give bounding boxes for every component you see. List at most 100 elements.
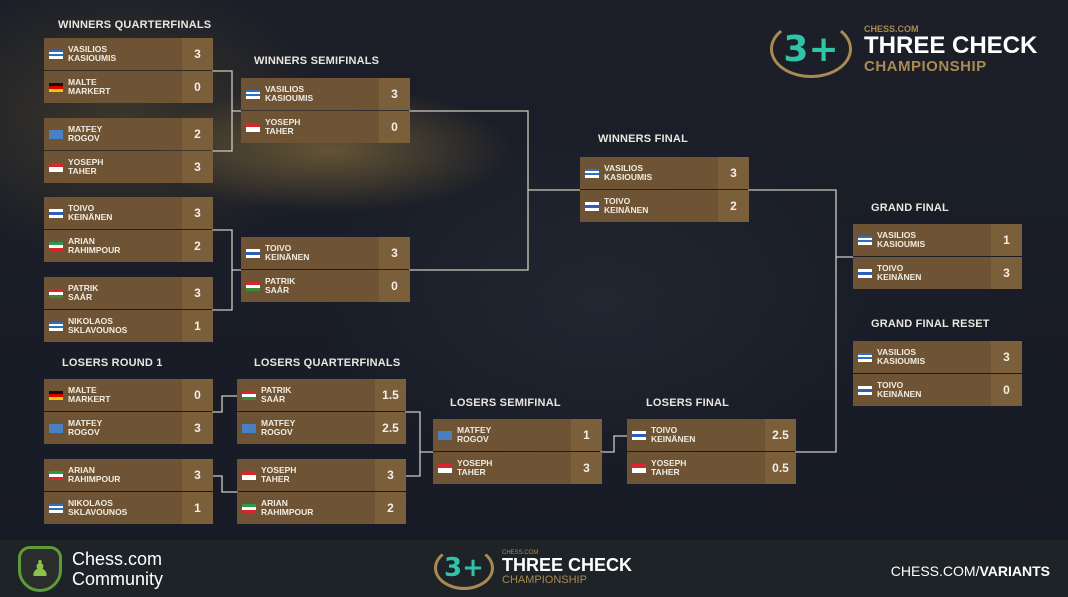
match-wqf-1[interactable]: VasiliosKasioumis3MalteMarkert0 — [44, 38, 213, 104]
player-name-line: Arian — [261, 497, 288, 508]
player-name: ToivoKeinänen — [265, 243, 379, 263]
player-name: ToivoKeinänen — [68, 203, 182, 223]
player-name-line: Rogov — [68, 133, 100, 143]
player-score: 3 — [182, 38, 213, 70]
player-name-line: Nikolaos — [68, 315, 113, 326]
finland-flag-icon — [246, 248, 260, 258]
player-score: 1 — [182, 310, 213, 342]
player-row[interactable]: MatfeyRogov1 — [433, 419, 602, 451]
player-name-line: Markert — [68, 394, 111, 404]
player-name-line: Keinänen — [68, 212, 113, 222]
player-row[interactable]: YosephTaher0.5 — [627, 452, 796, 484]
player-row[interactable]: NikolaosSklavounos1 — [44, 492, 213, 524]
player-row[interactable]: ToivoKeinänen2.5 — [627, 419, 796, 451]
player-row[interactable]: VasiliosKasioumis3 — [580, 157, 749, 189]
match-wqf-2[interactable]: MatfeyRogov 2YosephTaher3 — [44, 118, 213, 184]
player-score: 3 — [182, 459, 213, 491]
player-name-line: Yoseph — [265, 116, 301, 127]
player-row[interactable]: VasiliosKasioumis3 — [44, 38, 213, 70]
red-white-flag-icon — [246, 122, 260, 132]
player-row[interactable]: ArianRahimpour2 — [44, 230, 213, 262]
greece-flag-icon — [585, 168, 599, 178]
match-lsf-1[interactable]: MatfeyRogov1YosephTaher3 — [433, 419, 602, 485]
player-row[interactable]: ToivoKeinänen0 — [853, 374, 1022, 406]
player-row[interactable]: ToivoKeinänen3 — [853, 257, 1022, 289]
player-score: 0.5 — [765, 452, 796, 484]
player-row[interactable]: MatfeyRogov3 — [44, 412, 213, 444]
player-row[interactable]: PatrikSaár3 — [44, 277, 213, 309]
finland-flag-icon — [585, 201, 599, 211]
greece-flag-icon — [858, 352, 872, 362]
player-name-line: Matfey — [68, 123, 103, 134]
hungary-flag-icon — [49, 288, 63, 298]
player-name-line: Vasilios — [877, 346, 917, 357]
match-lr1-1[interactable]: MalteMarkert0MatfeyRogov3 — [44, 379, 213, 445]
round-label-gf: GRAND FINAL — [871, 202, 949, 214]
player-name-line: Yoseph — [68, 156, 104, 167]
variants-link[interactable]: CHESS.COM/VARIANTS — [891, 563, 1050, 579]
player-row[interactable]: MatfeyRogov 2 — [44, 118, 213, 150]
player-row[interactable]: YosephTaher3 — [44, 151, 213, 183]
player-row[interactable]: ArianRahimpour2 — [237, 492, 406, 524]
greece-flag-icon — [858, 235, 872, 245]
match-gf-1[interactable]: VasiliosKasioumis1ToivoKeinänen3 — [853, 224, 1022, 290]
player-row[interactable]: VasiliosKasioumis3 — [853, 341, 1022, 373]
chess-community-logo[interactable]: ♟ Chess.com Community — [18, 546, 163, 592]
match-lqf-2[interactable]: YosephTaher3ArianRahimpour2 — [237, 459, 406, 525]
player-row[interactable]: NikolaosSklavounos1 — [44, 310, 213, 342]
germany-flag-icon — [49, 82, 63, 92]
match-wf-1[interactable]: VasiliosKasioumis3ToivoKeinänen2 — [580, 157, 749, 223]
player-row[interactable]: VasiliosKasioumis1 — [853, 224, 1022, 256]
player-row[interactable]: YosephTaher 0 — [241, 111, 410, 143]
player-name: PatrikSaár — [261, 385, 375, 405]
match-lqf-1[interactable]: PatrikSaár1.5MatfeyRogov2.5 — [237, 379, 406, 445]
footer: ♟ Chess.com Community 3+ CHESS.COM THREE… — [0, 540, 1068, 597]
player-name: YosephTaher — [457, 458, 571, 478]
player-name: ToivoKeinänen — [877, 263, 991, 283]
player-name-line: Keinänen — [651, 434, 696, 444]
player-row[interactable]: PatrikSaár0 — [241, 270, 410, 302]
player-row[interactable]: MalteMarkert0 — [44, 379, 213, 411]
player-score: 3 — [991, 257, 1022, 289]
match-gfr-1[interactable]: VasiliosKasioumis3ToivoKeinänen0 — [853, 341, 1022, 407]
player-score: 2 — [182, 118, 213, 150]
match-wqf-4[interactable]: PatrikSaár3NikolaosSklavounos1 — [44, 277, 213, 343]
player-row[interactable]: YosephTaher3 — [237, 459, 406, 491]
player-name-line: Nikolaos — [68, 497, 113, 508]
greece-flag-icon — [49, 503, 63, 513]
player-name: VasiliosKasioumis — [877, 230, 991, 250]
match-lr1-2[interactable]: ArianRahimpour3NikolaosSklavounos1 — [44, 459, 213, 525]
player-name: ToivoKeinänen — [651, 425, 765, 445]
player-name-line: Taher — [68, 166, 97, 176]
player-score: 3 — [379, 237, 410, 269]
player-row[interactable]: ToivoKeinänen3 — [44, 197, 213, 229]
match-wsf-2[interactable]: ToivoKeinänen3PatrikSaár0 — [241, 237, 410, 303]
player-name-line: Taher — [457, 467, 486, 477]
player-row[interactable]: ToivoKeinänen2 — [580, 190, 749, 222]
player-score: 0 — [379, 111, 410, 143]
player-name-line: Arian — [68, 464, 95, 475]
player-row[interactable]: YosephTaher3 — [433, 452, 602, 484]
footer-logo-subtitle: CHAMPIONSHIP — [502, 574, 587, 586]
red-white-flag-icon — [242, 470, 256, 480]
player-name: MalteMarkert — [68, 77, 182, 97]
player-row[interactable]: VasiliosKasioumis3 — [241, 78, 410, 110]
player-name-line: Toivo — [877, 379, 904, 390]
player-row[interactable]: ArianRahimpour3 — [44, 459, 213, 491]
player-name-line: Taher — [265, 126, 294, 136]
player-row[interactable]: PatrikSaár1.5 — [237, 379, 406, 411]
match-wqf-3[interactable]: ToivoKeinänen3ArianRahimpour2 — [44, 197, 213, 263]
player-name-line: Toivo — [604, 195, 631, 206]
player-score: 1.5 — [375, 379, 406, 411]
round-label-wf: WINNERS FINAL — [598, 133, 688, 145]
match-lf-1[interactable]: ToivoKeinänen2.5YosephTaher0.5 — [627, 419, 796, 485]
player-name: VasiliosKasioumis — [265, 84, 379, 104]
player-name: VasiliosKasioumis — [68, 44, 182, 64]
iran-flag-icon — [242, 503, 256, 513]
player-row[interactable]: ToivoKeinänen3 — [241, 237, 410, 269]
player-row[interactable]: MatfeyRogov2.5 — [237, 412, 406, 444]
match-wsf-1[interactable]: VasiliosKasioumis3YosephTaher 0 — [241, 78, 410, 144]
player-row[interactable]: MalteMarkert0 — [44, 71, 213, 103]
player-name: MatfeyRogov — [457, 425, 571, 445]
red-white-flag-icon — [49, 162, 63, 172]
